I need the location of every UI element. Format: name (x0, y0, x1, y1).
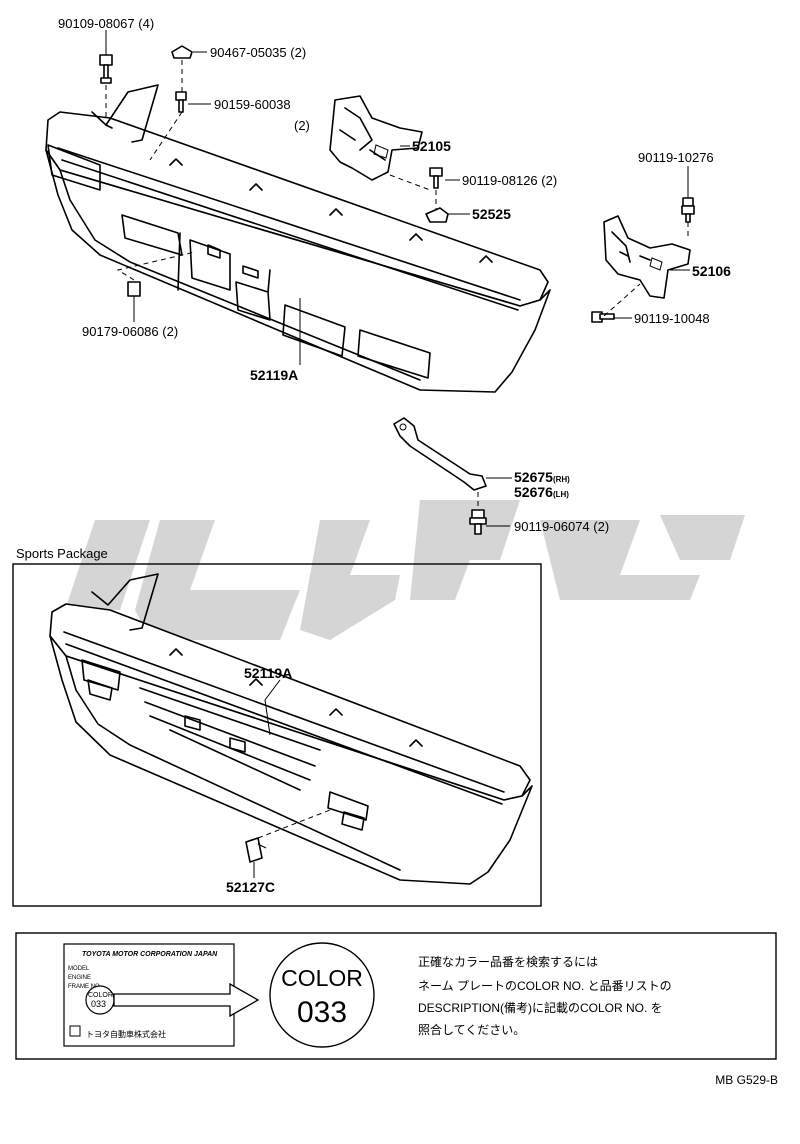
sports-package-title: Sports Package (16, 546, 108, 561)
plate-footer: トヨタ自動車株式会社 (86, 1029, 166, 1039)
bumper-cover-main (45, 84, 551, 393)
color-code-circle (269, 942, 375, 1048)
nut-clip-icon (171, 45, 193, 59)
part-label-90119-06074: 90119-06074 (2) (514, 519, 609, 534)
bolt-icon (469, 509, 487, 535)
diagram-code: MB G529-B (715, 1073, 778, 1087)
retainer-strap (393, 417, 487, 491)
plate-header: TOYOTA MOTOR CORPORATION JAPAN (82, 951, 218, 958)
bolt-icon (429, 167, 443, 189)
part-label-52105: 52105 (412, 138, 451, 154)
part-label-52106: 52106 (692, 263, 731, 279)
part-label-52119A-sports: 52119A (244, 665, 292, 681)
bumper-cover-sports (49, 573, 533, 885)
part-label-90119-10048: 90119-10048 (634, 311, 710, 326)
plate-color-code: 033 (91, 999, 106, 1009)
bracket-52106 (603, 215, 691, 299)
color-circle-word: COLOR (281, 965, 363, 991)
part-label-90109-08067: 90109-08067 (4) (58, 16, 154, 31)
nut-clip-icon (127, 281, 141, 297)
screw-icon (175, 91, 187, 113)
part-label-90179-06086: 90179-06086 (2) (82, 324, 178, 339)
color-note-line-1: 正確なカラー品番を検索するには (418, 954, 598, 969)
plate-row-engine: ENGINE (68, 975, 91, 981)
part-label-90159-60038-qty: (2) (294, 118, 310, 133)
plate-row-model: MODEL (68, 966, 90, 972)
arrow-right-icon (113, 982, 260, 1018)
color-info-box (15, 932, 777, 1060)
color-note-line-4: 照合してください。 (418, 1022, 525, 1037)
color-circle-code: 033 (297, 996, 347, 1029)
part-label-52119A: 52119A (250, 367, 298, 383)
part-label-90467-05035: 90467-05035 (2) (210, 45, 306, 60)
color-note-line-2: ネーム プレートのCOLOR NO. と品番リストの (418, 979, 672, 993)
part-label-90119-08126: 90119-08126 (2) (462, 173, 557, 188)
part-label-52676: 52676(LH) (514, 484, 569, 500)
part-label-52127C: 52127C (226, 879, 275, 895)
plate-row-frame: FRAME NO. (68, 984, 102, 990)
bolt-icon (591, 311, 615, 323)
color-note-line-3: DESCRIPTION(備考)に記載のCOLOR NO. を (418, 1000, 663, 1015)
bolt-icon (681, 197, 695, 223)
plate-color-label: COLOR (88, 992, 113, 999)
part-label-52675: 52675(RH) (514, 469, 570, 485)
nut-clip-icon (245, 837, 267, 863)
part-label-90159-60038: 90159-60038 (214, 97, 291, 112)
sports-package-frame (12, 563, 542, 907)
part-label-90119-10276: 90119-10276 (638, 150, 714, 165)
part-label-52525: 52525 (472, 206, 511, 222)
bracket-52105 (329, 95, 423, 181)
bolt-icon (99, 54, 113, 84)
nut-clip-icon (425, 207, 449, 223)
